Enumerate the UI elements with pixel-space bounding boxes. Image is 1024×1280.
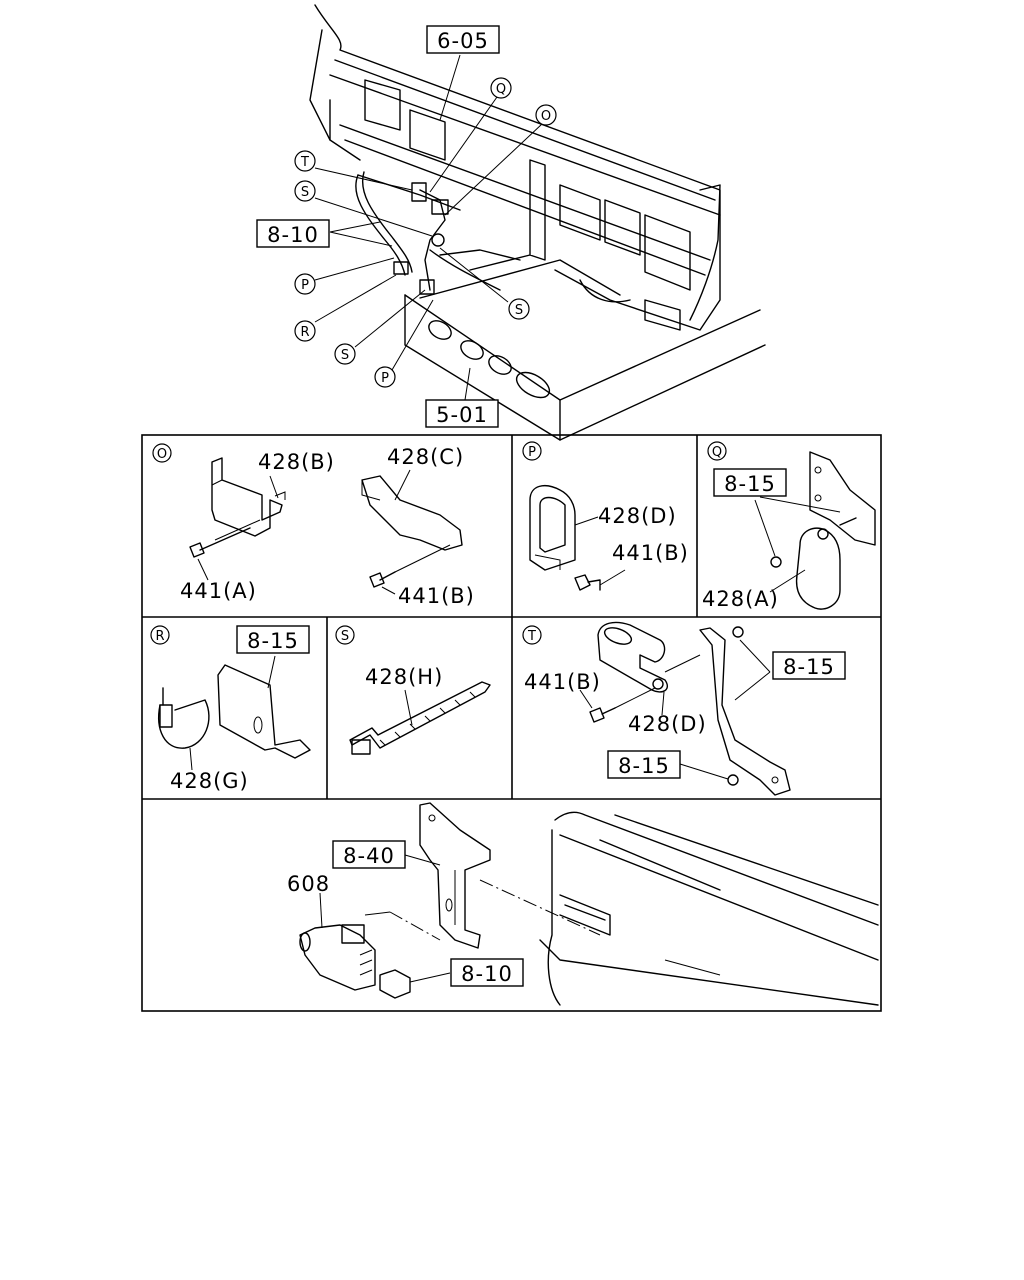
svg-text:S: S bbox=[515, 303, 523, 318]
svg-text:R: R bbox=[300, 325, 309, 340]
ref-box-8-15 bbox=[772, 651, 846, 680]
callout-s: S bbox=[294, 180, 316, 202]
panel-q: Q 8-15 428(A) bbox=[702, 441, 876, 611]
label-441b: 441(B) bbox=[524, 670, 601, 694]
ref-8-40: 8-40 bbox=[343, 844, 395, 868]
bracket-428c bbox=[361, 475, 463, 551]
label-441a: 441(A) bbox=[180, 579, 257, 603]
callout-q: Q bbox=[490, 77, 512, 99]
panel-t: T 8-15 8-15 441(B) 428(D) bbox=[522, 621, 846, 796]
svg-text:Q: Q bbox=[712, 445, 722, 460]
callout-s: S bbox=[508, 298, 530, 320]
callout-r: R bbox=[294, 320, 316, 342]
ref-5-01: 5-01 bbox=[436, 403, 488, 427]
panel-r: R 8-15 428(G) bbox=[150, 625, 311, 793]
ref-box-8-15 bbox=[607, 750, 681, 779]
callout-p: P bbox=[374, 366, 396, 388]
label-428g: 428(G) bbox=[170, 769, 249, 793]
callout-o: O bbox=[535, 104, 557, 126]
panel-bottom: 8-40 8-10 608 bbox=[287, 802, 879, 1006]
svg-text:T: T bbox=[527, 629, 536, 644]
svg-text:S: S bbox=[301, 185, 309, 200]
cable-tie-428h bbox=[349, 681, 491, 749]
bolt-441b bbox=[369, 571, 396, 588]
panel-s: S 428(H) bbox=[335, 625, 491, 755]
label-428d: 428(D) bbox=[598, 504, 677, 528]
ref-box-5-01 bbox=[425, 399, 499, 428]
callout-p: P bbox=[294, 273, 316, 295]
ref-box-6-05 bbox=[426, 25, 500, 54]
ref-8-15: 8-15 bbox=[618, 754, 670, 778]
ref-8-15: 8-15 bbox=[724, 472, 776, 496]
clip-428d bbox=[529, 484, 576, 571]
svg-text:O: O bbox=[157, 447, 167, 462]
panel-tag-p: P bbox=[522, 441, 542, 461]
svg-text:O: O bbox=[541, 109, 551, 124]
svg-text:P: P bbox=[301, 278, 309, 293]
sensor-608 bbox=[299, 924, 376, 991]
label-428a: 428(A) bbox=[702, 587, 779, 611]
ref-8-15: 8-15 bbox=[247, 629, 299, 653]
nut bbox=[770, 556, 782, 568]
ref-box-8-10 bbox=[256, 219, 330, 248]
svg-text:Q: Q bbox=[496, 82, 506, 97]
bracket-arm bbox=[699, 627, 791, 796]
label-608: 608 bbox=[287, 872, 330, 896]
callout-s: S bbox=[334, 343, 356, 365]
svg-text:P: P bbox=[381, 371, 389, 386]
nut bbox=[732, 626, 744, 638]
bolt-441b bbox=[589, 707, 616, 723]
svg-text:P: P bbox=[528, 445, 536, 460]
ref-box-8-15 bbox=[713, 468, 787, 497]
label-428d: 428(D) bbox=[628, 712, 707, 736]
panel-tag-o: O bbox=[152, 443, 172, 463]
ref-box-8-15 bbox=[236, 625, 310, 654]
bracket-plate bbox=[809, 451, 876, 546]
label-428b: 428(B) bbox=[258, 450, 335, 474]
ref-8-15: 8-15 bbox=[783, 655, 835, 679]
nut bbox=[727, 774, 739, 786]
bolt-441b bbox=[574, 574, 601, 591]
ref-8-10: 8-10 bbox=[267, 223, 319, 247]
ref-8-10: 8-10 bbox=[461, 962, 513, 986]
clamp-428d bbox=[597, 621, 669, 693]
bolt-441a bbox=[189, 527, 251, 558]
panel-tag-t: T bbox=[522, 625, 542, 645]
detail-panels-frame bbox=[141, 434, 882, 1012]
panel-tag-q: Q bbox=[707, 441, 727, 461]
label-428c: 428(C) bbox=[387, 445, 464, 469]
panel-tag-s: S bbox=[335, 625, 355, 645]
label-441b: 441(B) bbox=[612, 541, 689, 565]
ref-box-8-40 bbox=[332, 840, 406, 869]
connector bbox=[379, 969, 411, 999]
tie-428g bbox=[158, 699, 210, 749]
bracket-plate bbox=[217, 664, 311, 759]
svg-text:R: R bbox=[155, 629, 164, 644]
clamp-428a bbox=[795, 527, 841, 610]
callout-t: T bbox=[294, 150, 316, 172]
panel-tag-r: R bbox=[150, 625, 170, 645]
main-assembly-view: 6-05 8-10 5-01 Q O T S P S R S P bbox=[256, 4, 766, 441]
svg-text:T: T bbox=[300, 155, 309, 170]
ref-6-05: 6-05 bbox=[437, 29, 489, 53]
panel-o: O 428(B) 428(C) 441(A) 441(B) bbox=[152, 443, 475, 608]
panel-p: P 428(D) 441(B) bbox=[522, 441, 689, 591]
label-441b: 441(B) bbox=[398, 584, 475, 608]
svg-text:S: S bbox=[341, 629, 349, 644]
label-428h: 428(H) bbox=[365, 665, 443, 689]
ref-box-8-10 bbox=[450, 958, 524, 987]
svg-text:S: S bbox=[341, 348, 349, 363]
